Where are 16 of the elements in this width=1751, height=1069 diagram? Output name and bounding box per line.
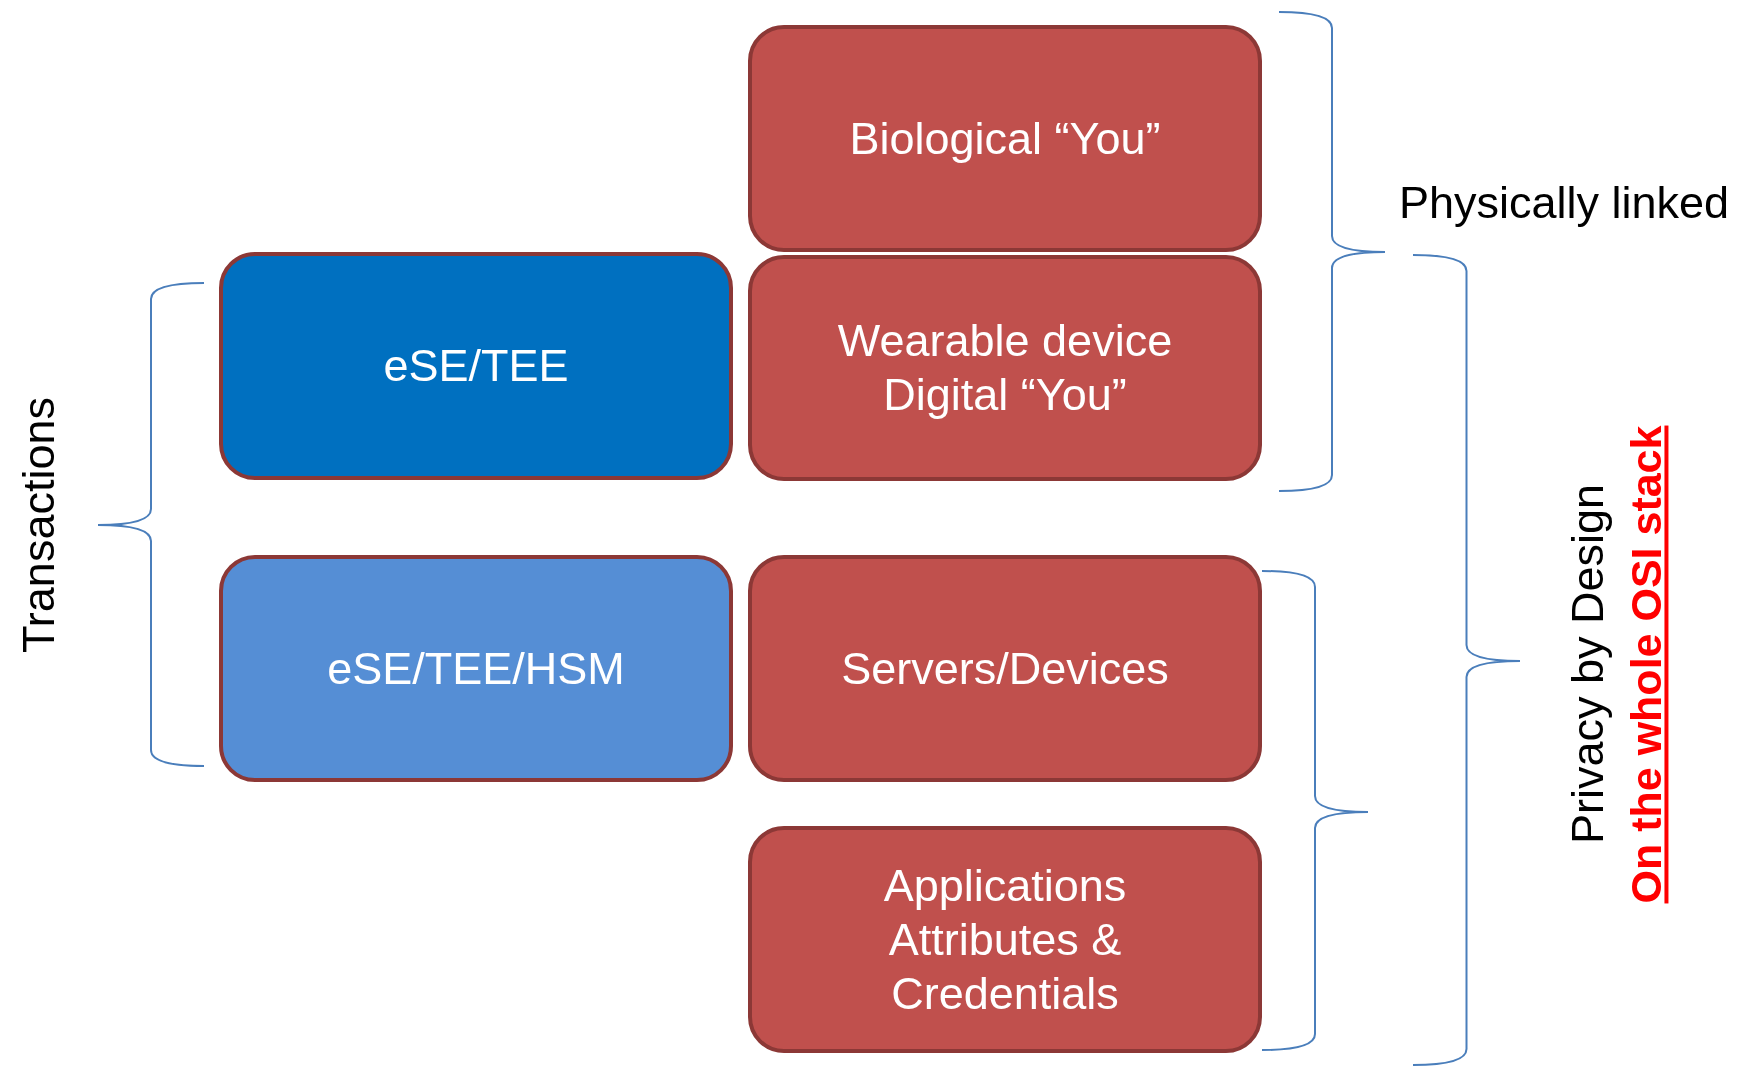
process-box [219,555,733,782]
process-box [748,25,1262,252]
process-box [219,252,733,480]
emphasis-note: On the whole OSI stack [1622,425,1672,903]
box-label: Applications Attributes & Credentials [882,858,1128,1021]
box-label: Wearable device Digital “You” [836,314,1174,422]
box-label: eSE/TEE/HSM [326,641,626,696]
process-box [748,555,1262,782]
box-label: Servers/Devices [840,641,1170,696]
box-label: Biological “You” [848,111,1162,166]
annotation-label: Physically linked [1399,177,1730,229]
process-box [748,255,1262,481]
process-box [748,826,1262,1053]
annotation-label: Privacy by Design [1562,483,1615,845]
annotation-label: Transactions [12,397,65,653]
box-label: eSE/TEE [382,339,570,393]
